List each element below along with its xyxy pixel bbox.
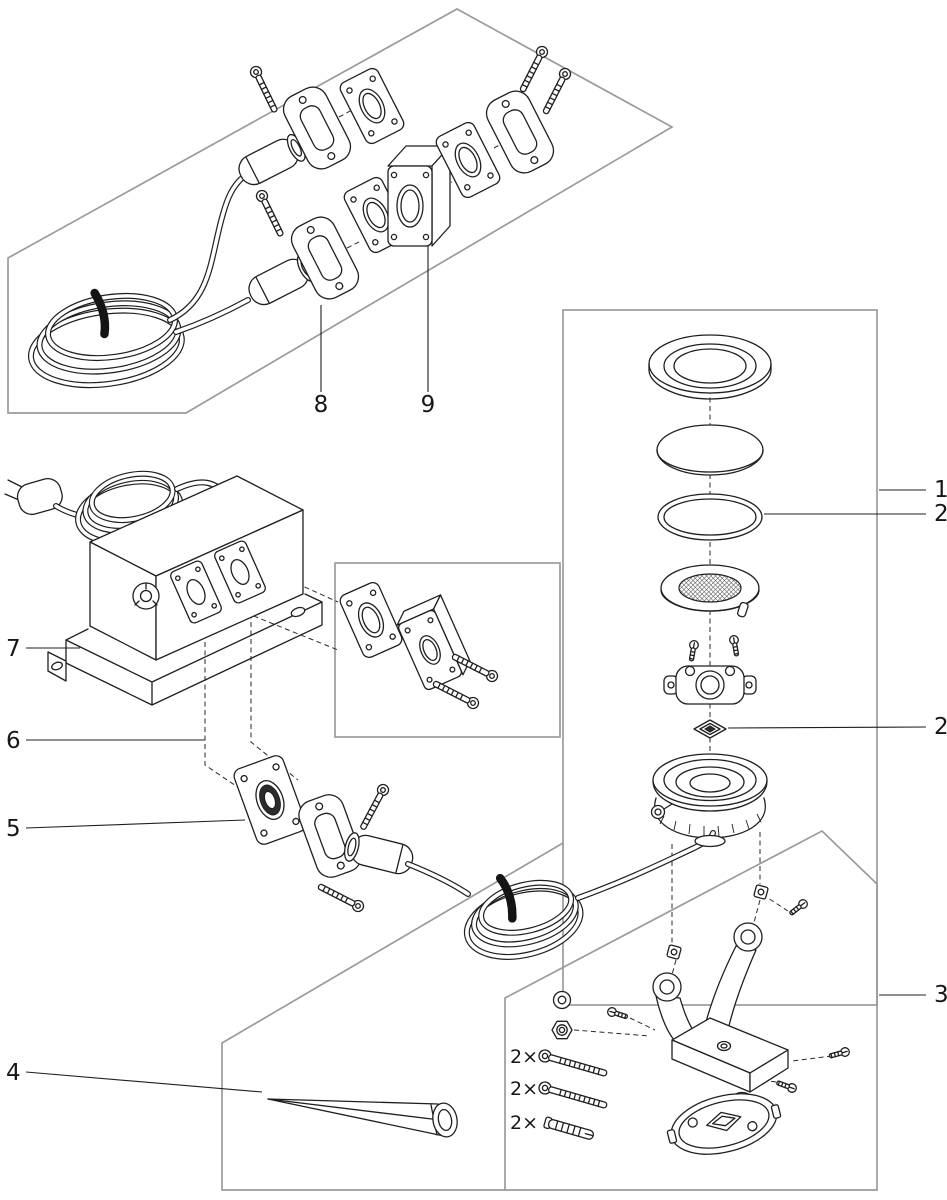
panel-light-assembly [562, 309, 878, 1006]
detail-gasket-flange [337, 579, 405, 661]
connector-detail-group [337, 579, 501, 712]
qty-label-screws-a: 2× [510, 1046, 538, 1068]
wall-anchor [542, 1116, 596, 1142]
callout-label-9: 9 [421, 392, 436, 418]
screw [253, 187, 287, 239]
screw [539, 65, 574, 117]
panel-mounting-kit [504, 829, 878, 1191]
callout-label-8: 8 [314, 392, 329, 418]
long-screw [536, 1047, 609, 1081]
screw [247, 63, 281, 115]
mounting-kit-group [536, 884, 851, 1155]
screw [605, 1005, 630, 1022]
washer [552, 990, 572, 1010]
cable-coil-3 [463, 873, 584, 960]
callout-label-1: 1 [934, 477, 947, 503]
transformer-group [4, 470, 323, 706]
cable-kit-group [27, 43, 574, 389]
trim-ring [648, 334, 772, 400]
detail-connector-block [396, 594, 471, 691]
junction-block-9 [387, 145, 451, 247]
qty-label-screws-b: 2× [510, 1078, 538, 1100]
transformer-body [89, 475, 304, 661]
screw [787, 897, 810, 918]
connector-module-1 [170, 560, 222, 624]
cable-tie [495, 873, 517, 923]
callout-label-2-oring: 2 [934, 501, 947, 527]
long-screw [536, 1079, 609, 1113]
cable-coil-1 [27, 288, 185, 389]
panel-connector-detail [334, 562, 561, 738]
ground-stake [267, 1098, 458, 1138]
clip-nut [666, 944, 682, 960]
callout-label-4: 4 [6, 1060, 21, 1086]
screw [516, 43, 551, 95]
hex-nut [551, 1020, 573, 1040]
cable-to-plugs [167, 176, 251, 335]
transformer-base [47, 593, 323, 706]
reflector-screen [660, 564, 760, 618]
qty-label-anchors: 2× [510, 1112, 538, 1134]
callout-label-3: 3 [934, 982, 947, 1008]
cable-assembly-group [233, 755, 716, 960]
callout-label-7: 7 [6, 636, 21, 662]
screw [686, 639, 700, 663]
screw [827, 1046, 851, 1061]
screw [774, 1077, 799, 1095]
gasket-flange-upper [337, 65, 407, 147]
cable-tie [90, 288, 110, 339]
leader-2-clamp [727, 726, 927, 729]
clamp-square [693, 719, 727, 739]
callout-label-6: 6 [6, 728, 21, 754]
sealed-flange [233, 755, 307, 845]
light-housing [650, 753, 768, 848]
mounting-yoke [652, 922, 789, 1105]
leader-4 [25, 1071, 263, 1093]
panel-cable-kit [7, 8, 674, 414]
lamp-bracket [663, 665, 757, 705]
base-flange [666, 1093, 782, 1155]
callout-label-2-clamp: 2 [934, 714, 947, 740]
o-ring [657, 493, 763, 541]
screw [430, 677, 482, 712]
callouts: 8 9 7 6 5 4 1 2 2 3 2× 2× 2× [6, 245, 947, 1134]
light-assembly-group [648, 334, 772, 848]
screw [728, 634, 742, 658]
clip-nut [753, 884, 769, 900]
leader-5 [25, 819, 246, 829]
panel-accessories [221, 842, 564, 1191]
mains-plug [4, 477, 80, 518]
screw [315, 880, 367, 915]
lens-disc [656, 424, 764, 476]
callout-label-5: 5 [6, 816, 21, 842]
screw [356, 781, 392, 833]
connector-module-2 [214, 540, 266, 604]
